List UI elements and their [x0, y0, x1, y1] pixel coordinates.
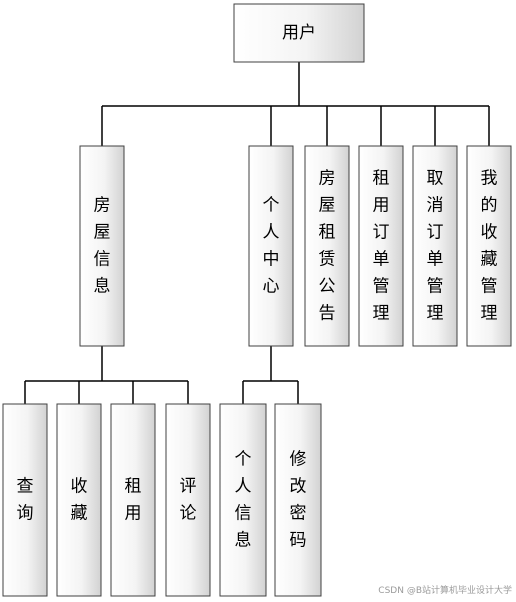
node-favorite-label: 收藏 [71, 477, 88, 524]
node-rent-label: 租用 [125, 477, 142, 524]
node-rent-order-mgmt-box [358, 145, 404, 347]
root-node-user: 用户 [233, 3, 365, 63]
node-house-info: 房屋信息 [79, 145, 125, 347]
node-rental-notice-label: 房屋租赁公告 [319, 169, 336, 324]
node-change-password-label: 修改密码 [290, 450, 307, 551]
node-personal-info-box [219, 403, 267, 597]
node-my-favorites-mgmt: 我的收藏管理 [466, 145, 512, 347]
node-rental-notice: 房屋租赁公告 [304, 145, 350, 347]
node-favorite: 收藏 [56, 403, 102, 597]
node-personal-center: 个人中心 [248, 145, 294, 347]
node-cancel-order-mgmt-label: 取消订单管理 [427, 169, 444, 324]
node-comment: 评论 [165, 403, 211, 597]
node-change-password-box [274, 403, 322, 597]
node-my-favorites-mgmt-label: 我的收藏管理 [481, 169, 498, 324]
node-rental-notice-box [304, 145, 350, 347]
node-comment-box [165, 403, 211, 597]
node-personal-center-box [248, 145, 294, 347]
node-search-label: 查询 [17, 477, 34, 524]
node-rent-box [110, 403, 156, 597]
node-cancel-order-mgmt: 取消订单管理 [412, 145, 458, 347]
node-search-box [2, 403, 48, 597]
node-comment-label: 评论 [180, 477, 197, 524]
node-personal-center-label: 个人中心 [263, 196, 280, 297]
node-house-info-box [79, 145, 125, 347]
node-rent: 租用 [110, 403, 156, 597]
root-node-user-box [233, 3, 365, 63]
node-favorite-box [56, 403, 102, 597]
watermark-text: CSDN @B站计算机毕业设计大学 [378, 586, 512, 596]
node-search: 查询 [2, 403, 48, 597]
node-cancel-order-mgmt-box [412, 145, 458, 347]
node-personal-info: 个人信息 [219, 403, 267, 597]
root-node-user-label: 用户 [282, 23, 316, 43]
node-rent-order-mgmt: 租用订单管理 [358, 145, 404, 347]
node-personal-info-label: 个人信息 [235, 450, 252, 551]
node-house-info-label: 房屋信息 [94, 196, 111, 297]
node-rent-order-mgmt-label: 租用订单管理 [373, 169, 390, 324]
node-my-favorites-mgmt-box [466, 145, 512, 347]
node-change-password: 修改密码 [274, 403, 322, 597]
